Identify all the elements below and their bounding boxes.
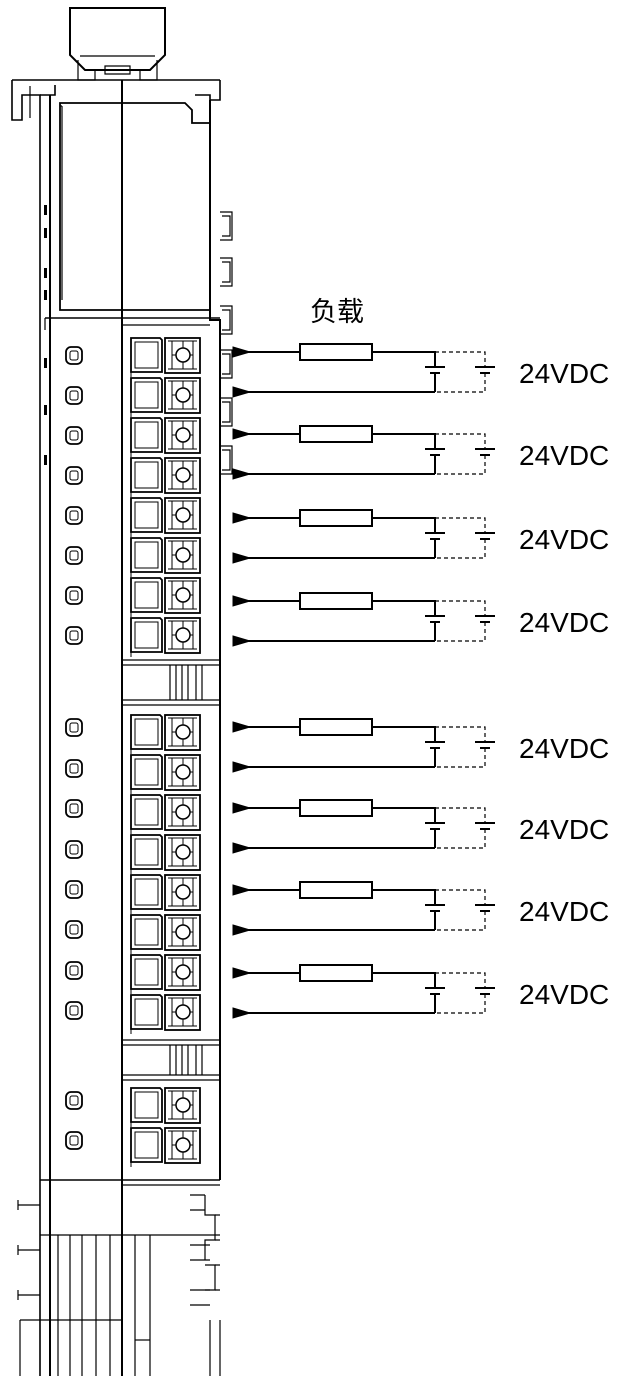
channel-circuit: 24VDC (232, 592, 609, 647)
led-indicator (65, 1131, 83, 1150)
terminal-block[interactable] (130, 954, 201, 994)
led-indicator (65, 586, 83, 605)
terminal-blocks (130, 337, 201, 1167)
led-indicator (65, 1091, 83, 1110)
terminal-block[interactable] (130, 497, 201, 537)
terminal-block[interactable] (130, 577, 201, 617)
channel-circuit: 24VDC (232, 718, 609, 773)
led-indicator (65, 1001, 83, 1020)
side-markers (44, 205, 47, 465)
terminal-block[interactable] (130, 1087, 201, 1127)
voltage-label: 24VDC (519, 524, 609, 555)
terminal-block[interactable] (130, 377, 201, 417)
led-indicator (65, 880, 83, 899)
channel-circuit: 24VDC (232, 425, 609, 480)
channel-circuit: 24VDC (232, 964, 609, 1019)
channel-circuit: 24VDC (232, 881, 609, 936)
led-indicator (65, 346, 83, 365)
led-indicator (65, 799, 83, 818)
led-indicator (65, 718, 83, 737)
group-separators (122, 659, 220, 1081)
led-indicators (65, 346, 83, 1150)
led-indicator (65, 386, 83, 405)
terminal-block[interactable] (130, 417, 201, 457)
terminal-block[interactable] (130, 1127, 201, 1167)
led-indicator (65, 626, 83, 645)
voltage-label: 24VDC (519, 440, 609, 471)
load-resistor (299, 509, 373, 527)
load-resistor (299, 343, 373, 361)
terminal-block[interactable] (130, 794, 201, 834)
load-resistor (299, 881, 373, 899)
bottom-base (17, 1179, 221, 1376)
terminal-block[interactable] (130, 617, 201, 657)
load-resistor (299, 799, 373, 817)
terminal-block[interactable] (130, 874, 201, 914)
load-resistor (299, 425, 373, 443)
terminal-block[interactable] (130, 337, 201, 377)
terminal-block[interactable] (130, 754, 201, 794)
voltage-label: 24VDC (519, 607, 609, 638)
channel-wiring: 24VDC 24VDC 24VDC 24VDC 24VDC 24VDC 24VDC 24VDC (232, 343, 609, 1019)
right-tabs (220, 211, 233, 475)
terminal-block[interactable] (130, 994, 201, 1034)
channel-circuit: 24VDC (232, 799, 609, 854)
load-resistor (299, 592, 373, 610)
terminal-block[interactable] (130, 834, 201, 874)
terminal-block[interactable] (130, 914, 201, 954)
voltage-label: 24VDC (519, 733, 609, 764)
channel-circuit: 24VDC (232, 343, 609, 398)
voltage-label: 24VDC (519, 896, 609, 927)
led-indicator (65, 426, 83, 445)
io-module-housing (11, 7, 233, 1376)
led-indicator (65, 840, 83, 859)
voltage-label: 24VDC (519, 358, 609, 389)
top-latch (69, 7, 166, 81)
led-indicator (65, 920, 83, 939)
channel-circuit: 24VDC (232, 509, 609, 564)
led-indicator (65, 546, 83, 565)
label-window (59, 102, 211, 311)
terminal-block[interactable] (130, 537, 201, 577)
led-indicator (65, 961, 83, 980)
led-indicator (65, 759, 83, 778)
load-resistor (299, 718, 373, 736)
terminal-block[interactable] (130, 714, 201, 754)
led-indicator (65, 466, 83, 485)
voltage-label: 24VDC (519, 814, 609, 845)
voltage-label: 24VDC (519, 979, 609, 1010)
led-indicator (65, 506, 83, 525)
load-resistor (299, 964, 373, 982)
terminal-block[interactable] (130, 457, 201, 497)
load-label: 负载 (310, 297, 364, 328)
